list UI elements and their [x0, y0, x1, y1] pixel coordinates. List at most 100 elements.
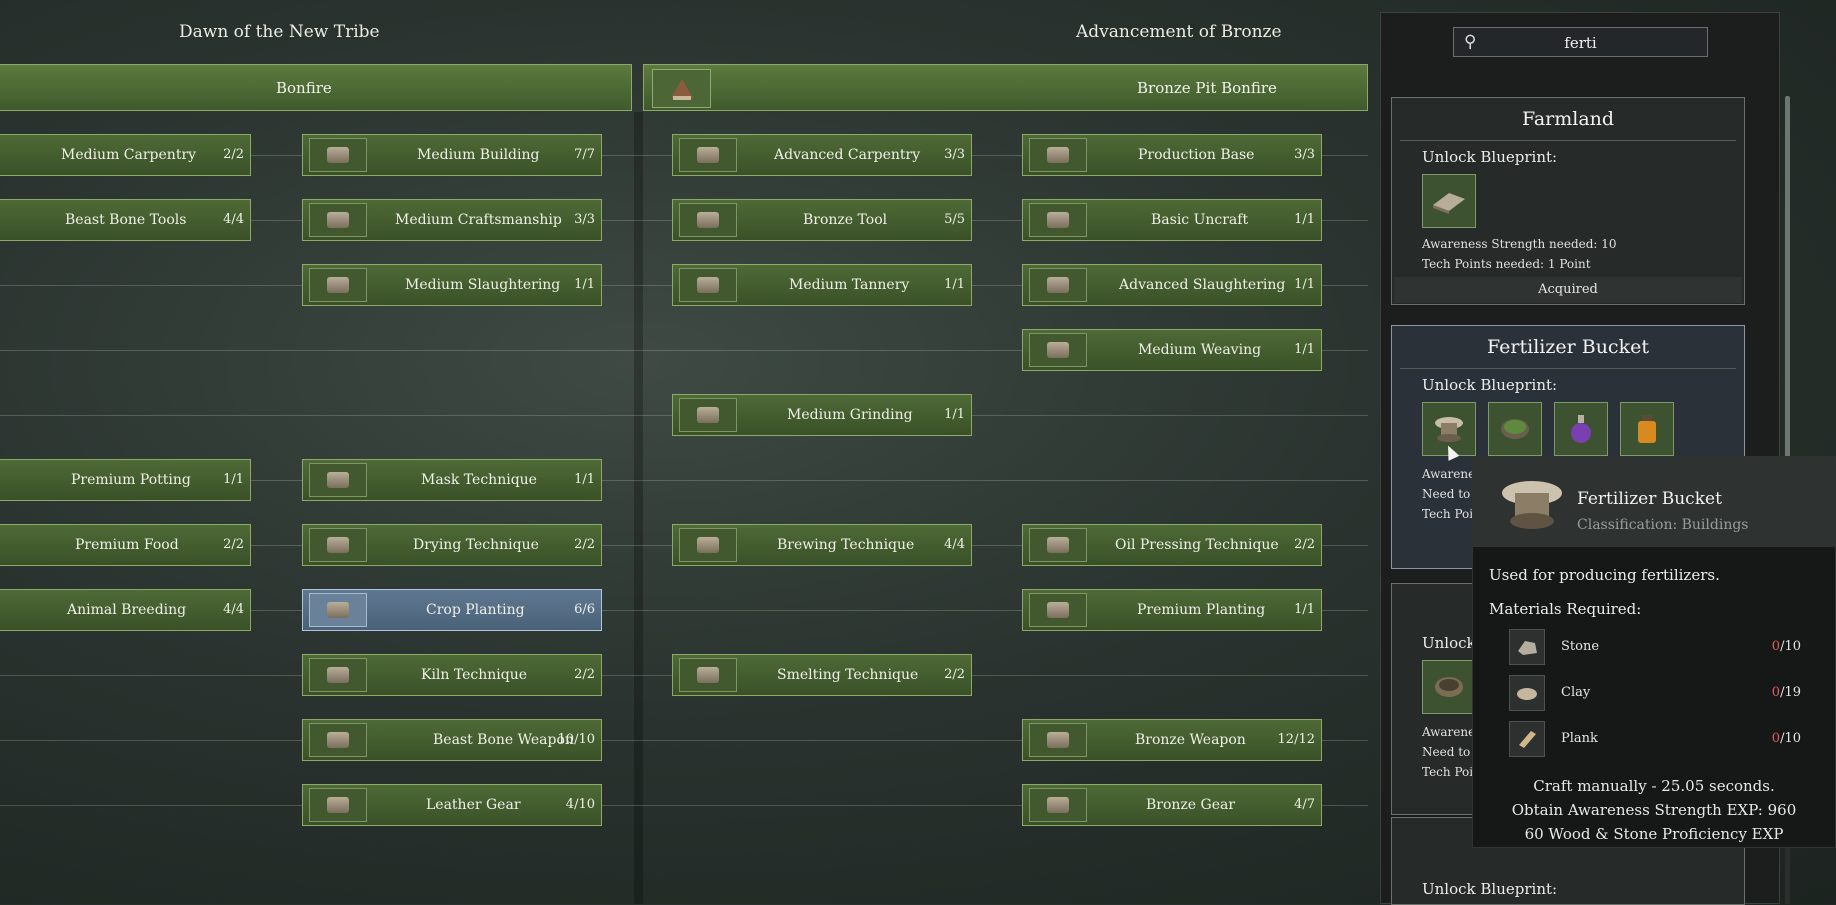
smelting-technique-icon — [679, 658, 737, 692]
craft-time: Craft manually - 25.05 seconds. — [1533, 777, 1775, 795]
result-card-farmland[interactable]: Farmland Unlock Blueprint: Awareness Str… — [1391, 97, 1745, 305]
tech-node-count: 5/5 — [944, 212, 965, 227]
tech-node-smelting-technique[interactable]: Smelting Technique 2/2 — [672, 654, 972, 696]
stone-icon — [1509, 629, 1545, 665]
connector-line — [0, 350, 1368, 351]
tooltip-item-name: Fertilizer Bucket — [1577, 489, 1722, 509]
tech-node-oil-pressing-technique[interactable]: Oil Pressing Technique 2/2 — [1022, 524, 1322, 566]
tech-node-premium-food[interactable]: Premium Food 2/2 — [0, 524, 251, 566]
material-quantity: 0/10 — [1771, 639, 1801, 654]
purple-potion-icon — [1571, 415, 1591, 443]
material-quantity: 0/10 — [1771, 731, 1801, 746]
tech-node-production-base[interactable]: Production Base 3/3 — [1022, 134, 1322, 176]
tech-node-count: 2/2 — [944, 667, 965, 682]
tech-node-premium-planting[interactable]: Premium Planting 1/1 — [1022, 589, 1322, 631]
tech-node-count: 2/2 — [1294, 537, 1315, 552]
tech-node-bronze-gear[interactable]: Bronze Gear 4/7 — [1022, 784, 1322, 826]
tech-node-premium-potting[interactable]: Premium Potting 1/1 — [0, 459, 251, 501]
tech-node-animal-breeding[interactable]: Animal Breeding 4/4 — [0, 589, 251, 631]
fertilizer-bucket-icon — [1435, 417, 1463, 442]
era-bar-bronze-pit-bonfire[interactable]: Bronze Pit Bonfire — [643, 64, 1368, 111]
material-row-plank: Plank 0/10 — [1509, 721, 1821, 757]
tech-node-name: Beast Bone Weapon — [433, 732, 574, 748]
tech-node-leather-gear[interactable]: Leather Gear 4/10 — [302, 784, 602, 826]
bronze-weapon-icon — [1029, 723, 1087, 757]
bronze-tool-icon — [679, 203, 737, 237]
unlock-blueprint-label: Unlock Blueprint: — [1422, 880, 1558, 898]
blueprint-slot-potion-orange[interactable] — [1620, 402, 1674, 456]
tech-node-count: 1/1 — [944, 277, 965, 292]
tech-node-count: 12/12 — [1277, 732, 1315, 747]
search-input[interactable]: ⚲ ferti — [1453, 27, 1708, 57]
connector-line — [0, 805, 1368, 806]
tech-node-name: Medium Carpentry — [61, 147, 197, 163]
premium-planting-icon — [1029, 593, 1087, 627]
tech-points-needed: Tech Points needed: 1 Point — [1422, 257, 1591, 271]
tech-node-basic-uncraft[interactable]: Basic Uncraft 1/1 — [1022, 199, 1322, 241]
tech-node-name: Premium Potting — [71, 472, 191, 488]
tech-node-name: Leather Gear — [426, 797, 521, 813]
scrollbar-thumb[interactable] — [1785, 96, 1790, 796]
tech-node-name: Medium Tannery — [789, 277, 910, 293]
tech-node-bronze-tool[interactable]: Bronze Tool 5/5 — [672, 199, 972, 241]
drying-technique-icon — [309, 528, 367, 562]
tech-node-advanced-slaughtering[interactable]: Advanced Slaughtering 1/1 — [1022, 264, 1322, 306]
tech-node-medium-carpentry[interactable]: Medium Carpentry 2/2 — [0, 134, 251, 176]
blueprint-slot-fertilizer-bucket[interactable] — [1422, 402, 1476, 456]
blueprint-slot-farmland[interactable] — [1422, 174, 1476, 228]
tech-node-name: Brewing Technique — [777, 537, 915, 553]
tech-node-medium-slaughtering[interactable]: Medium Slaughtering 1/1 — [302, 264, 602, 306]
crop-planting-icon — [309, 593, 367, 627]
kiln-technique-icon — [309, 658, 367, 692]
tech-node-count: 2/2 — [574, 667, 595, 682]
tech-node-medium-tannery[interactable]: Medium Tannery 1/1 — [672, 264, 972, 306]
tech-node-name: Crop Planting — [426, 602, 525, 618]
tech-node-medium-weaving[interactable]: Medium Weaving 1/1 — [1022, 329, 1322, 371]
tech-node-name: Medium Slaughtering — [405, 277, 561, 293]
material-quantity: 0/19 — [1771, 685, 1801, 700]
material-name: Plank — [1561, 731, 1598, 746]
era-divider — [634, 112, 643, 904]
tech-node-drying-technique[interactable]: Drying Technique 2/2 — [302, 524, 602, 566]
tech-node-name: Advanced Slaughtering — [1119, 277, 1286, 293]
tech-node-count: 1/1 — [944, 407, 965, 422]
era-bar-bonfire[interactable]: Bonfire — [0, 64, 632, 111]
era-bar-label: Bronze Pit Bonfire — [1137, 79, 1277, 97]
tech-node-name: Beast Bone Tools — [65, 212, 187, 228]
tech-node-medium-grinding[interactable]: Medium Grinding 1/1 — [672, 394, 972, 436]
tech-node-beast-bone-tools[interactable]: Beast Bone Tools 4/4 — [0, 199, 251, 241]
acquired-status: Acquired — [1394, 277, 1742, 303]
tech-node-crop-planting[interactable]: Crop Planting 6/6 — [302, 589, 602, 631]
tech-node-beast-bone-weapon[interactable]: Beast Bone Weapon 10/10 — [302, 719, 602, 761]
tech-node-name: Kiln Technique — [421, 667, 528, 683]
tech-node-count: 6/6 — [574, 602, 595, 617]
tech-node-name: Animal Breeding — [67, 602, 187, 618]
tech-node-bronze-weapon[interactable]: Bronze Weapon 12/12 — [1022, 719, 1322, 761]
tech-node-medium-building[interactable]: Medium Building 7/7 — [302, 134, 602, 176]
bronze-pit-bonfire-icon — [652, 69, 711, 108]
era-title-dawn: Dawn of the New Tribe — [179, 22, 380, 42]
tech-node-name: Bronze Tool — [803, 212, 888, 228]
tech-node-count: 4/4 — [223, 212, 244, 227]
blueprint-slot-potion-purple[interactable] — [1554, 402, 1608, 456]
awareness-partial: Awarenes — [1422, 467, 1482, 481]
tech-node-name: Oil Pressing Technique — [1115, 537, 1279, 553]
blueprint-slot-basket[interactable] — [1422, 660, 1476, 714]
tech-node-name: Premium Food — [75, 537, 179, 553]
farmland-icon — [1433, 193, 1465, 214]
connector-line — [0, 610, 1368, 611]
medium-tannery-icon — [679, 268, 737, 302]
tech-node-kiln-technique[interactable]: Kiln Technique 2/2 — [302, 654, 602, 696]
tech-node-advanced-carpentry[interactable]: Advanced Carpentry 3/3 — [672, 134, 972, 176]
tech-node-count: 4/4 — [223, 602, 244, 617]
leather-gear-icon — [309, 788, 367, 822]
tech-node-brewing-technique[interactable]: Brewing Technique 4/4 — [672, 524, 972, 566]
blueprint-slot-compost[interactable] — [1488, 402, 1542, 456]
tech-node-medium-craftsmanship[interactable]: Medium Craftsmanship 3/3 — [302, 199, 602, 241]
tech-node-mask-technique[interactable]: Mask Technique 1/1 — [302, 459, 602, 501]
tech-partial: Tech Poin — [1422, 507, 1481, 521]
basic-uncraft-icon — [1029, 203, 1087, 237]
materials-required-label: Materials Required: — [1489, 600, 1642, 618]
medium-slaughtering-icon — [309, 268, 367, 302]
proficiency-exp: 60 Wood & Stone Proficiency EXP — [1524, 825, 1784, 843]
